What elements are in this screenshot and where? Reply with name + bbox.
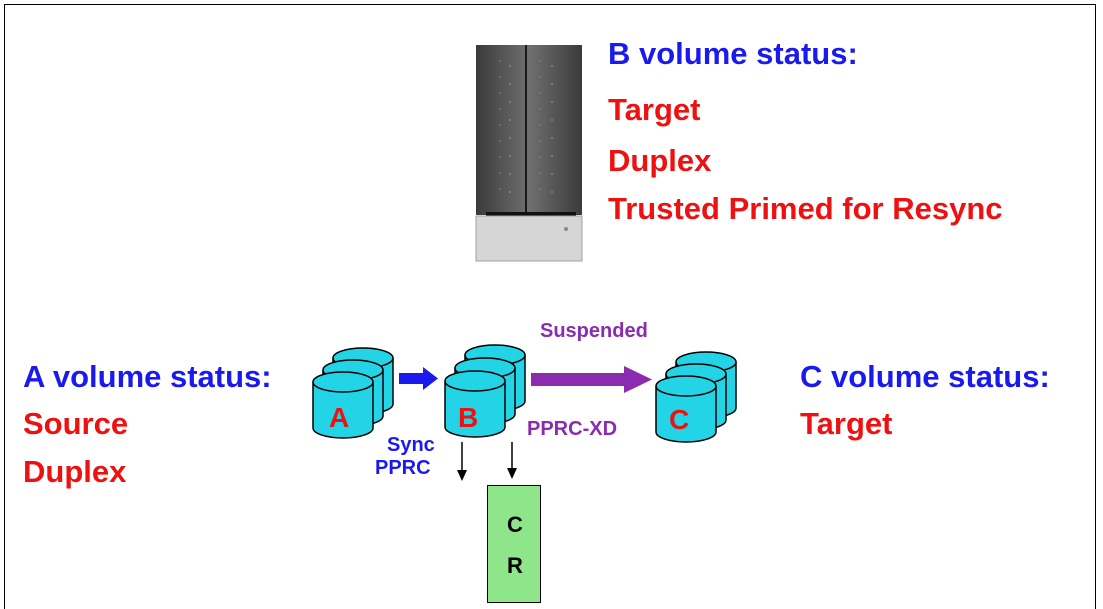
sync-arrow-a-to-b bbox=[399, 367, 438, 390]
b-status-line-3: Trusted Primed for Resync bbox=[608, 191, 1003, 226]
b-status-line-1: Target bbox=[608, 92, 701, 127]
volume-group-b bbox=[444, 344, 526, 438]
cr-box: C R bbox=[487, 485, 541, 603]
c-status-line-1: Target bbox=[800, 406, 893, 441]
storage-server-image bbox=[475, 45, 583, 262]
sync-label: Sync bbox=[387, 434, 435, 456]
down-arrow-right bbox=[507, 442, 517, 479]
a-status-line-1: Source bbox=[23, 406, 129, 441]
cr-letter-c: C bbox=[507, 512, 523, 537]
link-type-xd-label: PPRC-XD bbox=[527, 418, 618, 440]
volume-group-a bbox=[312, 347, 394, 439]
volume-group-c bbox=[655, 351, 737, 443]
down-arrow-left bbox=[457, 442, 467, 481]
link-state-label: Suspended bbox=[540, 320, 648, 342]
b-status-heading: B volume status: bbox=[608, 36, 858, 71]
c-status-heading: C volume status: bbox=[800, 359, 1050, 394]
volume-label-a: A bbox=[329, 402, 350, 433]
slide-frame bbox=[4, 4, 1096, 609]
a-status-heading: A volume status: bbox=[23, 359, 272, 394]
b-status-line-2: Duplex bbox=[608, 143, 712, 178]
xd-arrow-b-to-c bbox=[531, 366, 652, 393]
a-status-line-2: Duplex bbox=[23, 454, 127, 489]
volume-label-c: C bbox=[669, 404, 690, 435]
volume-label-b: B bbox=[458, 402, 479, 433]
pprc-label: PPRC bbox=[375, 457, 431, 479]
cr-letter-r: R bbox=[507, 553, 523, 578]
